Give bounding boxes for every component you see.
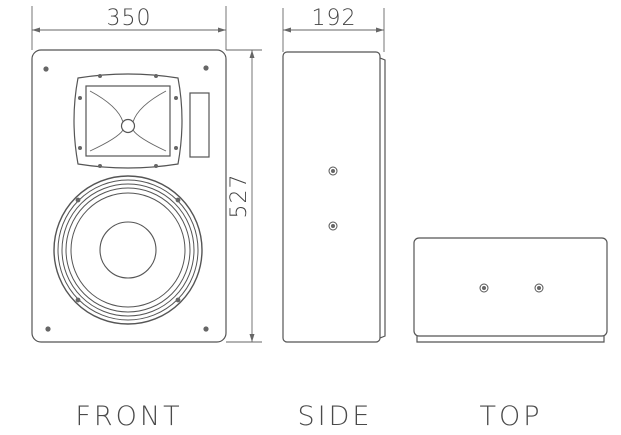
horn-tweeter — [73, 73, 183, 169]
depth-dimension-label: 192 — [312, 6, 357, 31]
front-screw-bottom-right — [203, 326, 209, 332]
front-view-label: FRONT — [75, 401, 182, 432]
height-dimension: 527 — [226, 49, 262, 343]
top-view-label: TOP — [479, 401, 542, 432]
side-mount-point-lower — [328, 221, 338, 231]
front-view — [31, 49, 227, 343]
front-cabinet — [31, 49, 227, 343]
front-screw-bottom-left — [45, 326, 51, 332]
top-mount-point-right — [534, 283, 544, 293]
width-dimension-label: 350 — [107, 6, 152, 31]
side-view — [282, 51, 386, 343]
front-screw-top-left — [43, 66, 49, 72]
front-screw-top-right — [203, 65, 209, 71]
woofer — [53, 175, 203, 325]
top-mount-point-left — [479, 283, 489, 293]
top-view — [413, 237, 608, 343]
height-dimension-label: 527 — [227, 174, 252, 219]
side-mount-point-upper — [328, 166, 338, 176]
side-cabinet — [282, 51, 381, 343]
depth-dimension: 192 — [282, 6, 385, 52]
top-cabinet — [413, 237, 608, 337]
bass-port — [189, 92, 210, 158]
width-dimension: 350 — [31, 6, 227, 50]
side-view-label: SIDE — [298, 401, 373, 432]
